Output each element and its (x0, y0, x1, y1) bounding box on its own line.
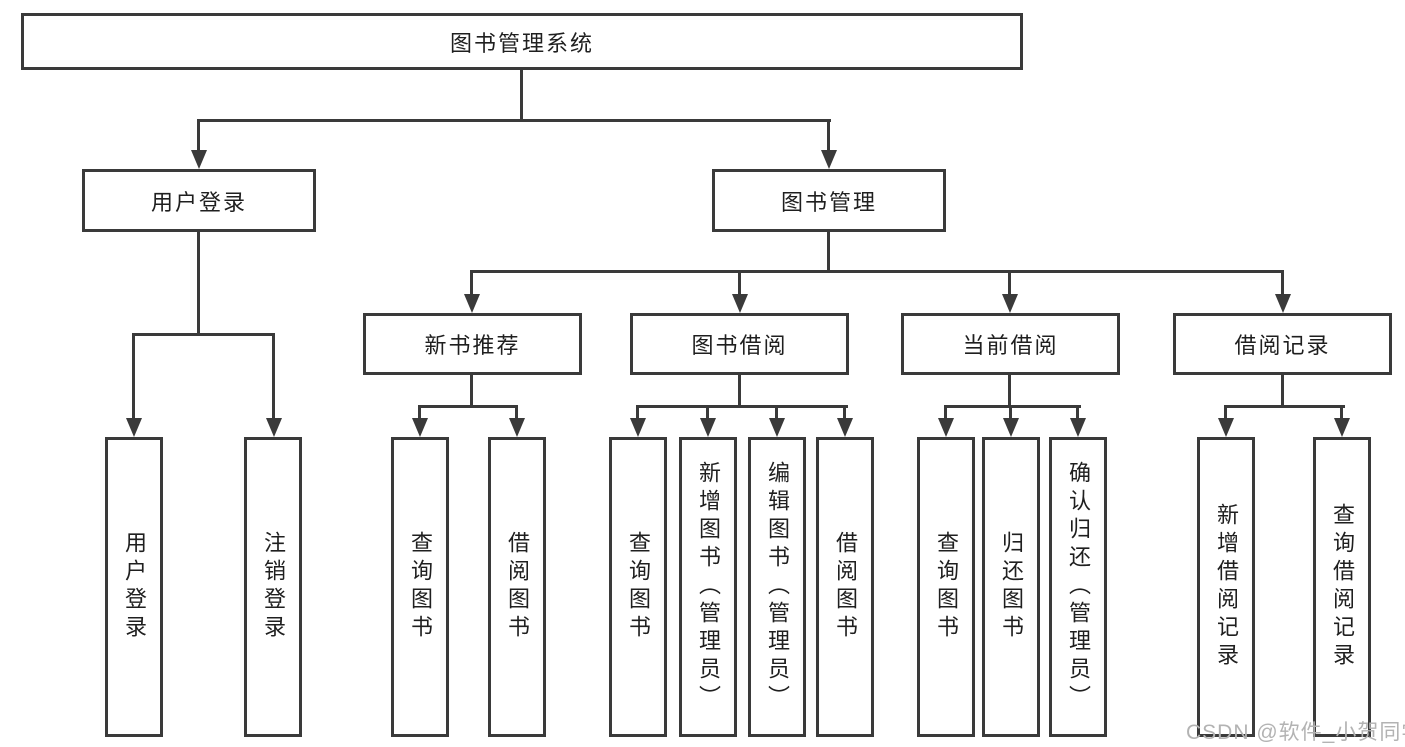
leaf-borrow-books: 借阅图书 (816, 437, 874, 737)
leaf-query-books: 查询图书 (391, 437, 449, 737)
connector-stem (775, 405, 778, 420)
leaf-add-books-admin: 新增图书（管理员） (679, 437, 737, 737)
connector-stem (1281, 373, 1284, 407)
leaf-query-books: 查询图书 (609, 437, 667, 737)
node-current-borrowing: 当前借阅 (901, 313, 1120, 375)
connector-stem (944, 405, 947, 420)
arrow-down-icon (821, 150, 837, 169)
connector-stem (197, 119, 200, 152)
connector-stem (1281, 270, 1284, 296)
leaf-query-books: 查询图书 (917, 437, 975, 737)
connector-root-stem (520, 70, 523, 120)
connector-stem (1008, 373, 1011, 407)
arrow-down-icon (837, 418, 853, 437)
arrow-down-icon (1334, 418, 1350, 437)
leaf-return-books: 归还图书 (982, 437, 1040, 737)
connector-level3-branch (470, 270, 1284, 273)
node-book-management: 图书管理 (712, 169, 946, 232)
leaf-logout: 注销登录 (244, 437, 302, 737)
arrow-down-icon (700, 418, 716, 437)
connector-stem (470, 373, 473, 407)
leaf-borrow-books: 借阅图书 (488, 437, 546, 737)
connector-stem (738, 373, 741, 407)
arrow-down-icon (732, 294, 748, 313)
arrow-down-icon (126, 418, 142, 437)
arrow-down-icon (1003, 418, 1019, 437)
connector-branch (132, 333, 275, 336)
csdn-watermark: CSDN @软件_小贺同学 (1186, 721, 1405, 744)
connector-stem (1076, 405, 1079, 420)
connector-stem (132, 333, 135, 420)
connector-stem (470, 270, 473, 296)
arrow-down-icon (1218, 418, 1234, 437)
arrow-down-icon (1002, 294, 1018, 313)
connector-stem (272, 333, 275, 420)
node-book-borrowing: 图书借阅 (630, 313, 849, 375)
connector-stem (1340, 405, 1343, 420)
arrow-down-icon (412, 418, 428, 437)
connector-stem (1009, 405, 1012, 420)
connector-stem (418, 405, 421, 420)
connector-stem (1008, 270, 1011, 296)
connector-stem (738, 270, 741, 296)
node-new-book-recommendation: 新书推荐 (363, 313, 582, 375)
connector-branch (1224, 405, 1345, 408)
leaf-user-login: 用户登录 (105, 437, 163, 737)
leaf-confirm-return-admin: 确认归还（管理员） (1049, 437, 1107, 737)
arrow-down-icon (464, 294, 480, 313)
arrow-down-icon (938, 418, 954, 437)
arrow-down-icon (769, 418, 785, 437)
arrow-down-icon (191, 150, 207, 169)
connector-stem (706, 405, 709, 420)
connector-branch (418, 405, 518, 408)
node-borrowing-records: 借阅记录 (1173, 313, 1392, 375)
connector-stem (1224, 405, 1227, 420)
node-root-library-system: 图书管理系统 (21, 13, 1023, 70)
arrow-down-icon (509, 418, 525, 437)
connector-branch (944, 405, 1081, 408)
arrow-down-icon (1275, 294, 1291, 313)
leaf-add-borrow-record: 新增借阅记录 (1197, 437, 1255, 737)
arrow-down-icon (266, 418, 282, 437)
leaf-edit-books-admin: 编辑图书（管理员） (748, 437, 806, 737)
leaf-query-borrow-record: 查询借阅记录 (1313, 437, 1371, 737)
connector-stem (197, 230, 200, 335)
connector-stem (515, 405, 518, 420)
arrow-down-icon (1070, 418, 1086, 437)
node-user-login: 用户登录 (82, 169, 316, 232)
connector-stem (827, 230, 830, 272)
connector-stem (636, 405, 639, 420)
arrow-down-icon (630, 418, 646, 437)
connector-stem (827, 119, 830, 152)
connector-branch (636, 405, 848, 408)
connector-stem (843, 405, 846, 420)
connector-level2-branch (197, 119, 831, 122)
